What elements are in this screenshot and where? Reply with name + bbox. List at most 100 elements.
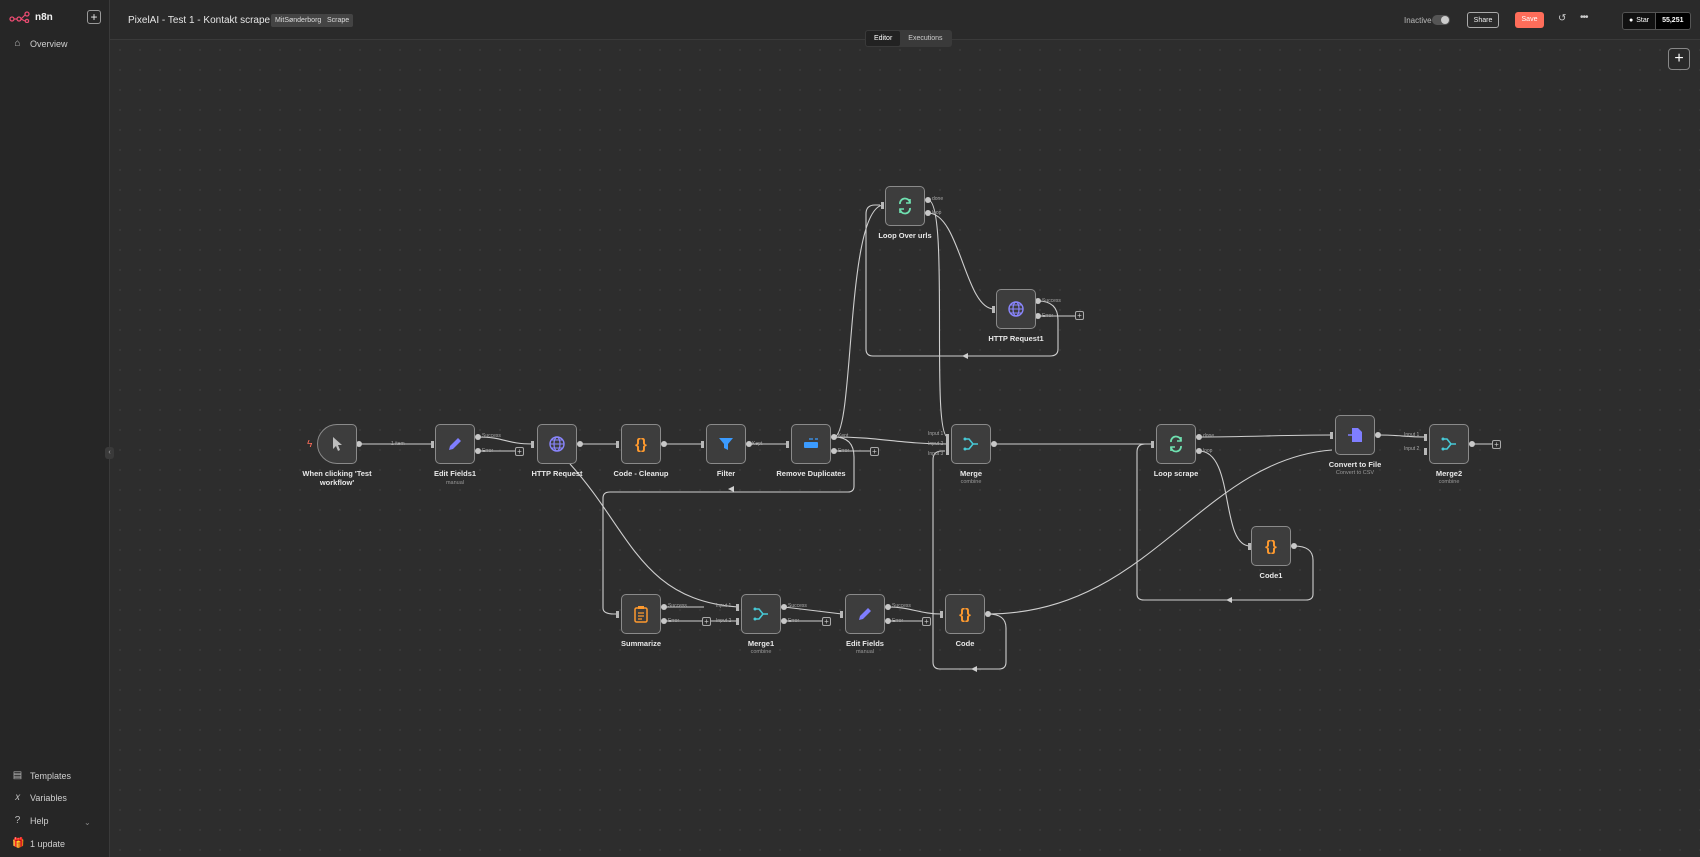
connection xyxy=(887,606,943,615)
node-subtitle: combine xyxy=(960,479,982,485)
code-icon: {} xyxy=(959,605,971,623)
add-workflow-button[interactable]: + xyxy=(87,10,101,24)
node-edit-fields[interactable] xyxy=(845,594,885,634)
add-output-button[interactable]: + xyxy=(1492,440,1501,449)
node-label: Merge2 xyxy=(1435,469,1463,478)
tag-scrape[interactable]: Scrape xyxy=(323,14,354,27)
pencil-icon xyxy=(859,608,871,620)
sidebar-item-label: Variables xyxy=(30,792,67,803)
merge-icon xyxy=(963,437,978,451)
dedupe-icon xyxy=(804,438,818,448)
view-tabs: Editor Executions xyxy=(865,30,952,47)
connection xyxy=(1198,450,1251,547)
output-handle xyxy=(475,434,481,440)
pin-label-loop: loop xyxy=(932,210,942,216)
tab-executions[interactable]: Executions xyxy=(908,35,943,42)
input-handle xyxy=(616,611,619,618)
node-loop-scrape[interactable] xyxy=(1156,424,1196,464)
sidebar-item-variables[interactable]: 𝑥 Variables xyxy=(12,792,67,803)
output-handle xyxy=(1375,432,1381,438)
node-http-request[interactable] xyxy=(537,424,577,464)
node-summarize[interactable] xyxy=(621,594,661,634)
merge-icon xyxy=(1441,437,1456,451)
output-handle xyxy=(831,434,837,440)
connection xyxy=(833,204,885,438)
n8n-logo[interactable]: n8n xyxy=(9,11,53,23)
output-handle xyxy=(1291,543,1297,549)
node-code1[interactable]: {} xyxy=(1251,526,1291,566)
connection xyxy=(783,606,843,615)
connection xyxy=(602,436,855,615)
output-handle xyxy=(781,604,787,610)
add-output-button[interactable]: + xyxy=(922,617,931,626)
pin-label-done: done xyxy=(932,196,944,202)
output-handle xyxy=(1035,313,1041,319)
add-output-button[interactable]: + xyxy=(870,447,879,456)
github-star-label: Star xyxy=(1636,17,1650,24)
node-code-cleanup[interactable]: {} xyxy=(621,424,661,464)
output-handle xyxy=(577,441,583,447)
node-label: Code - Cleanup xyxy=(613,469,669,478)
node-edit-fields1[interactable] xyxy=(435,424,475,464)
sidebar-item-label: 1 update xyxy=(30,838,66,849)
node-http-request1[interactable] xyxy=(996,289,1036,329)
sidebar-item-help[interactable]: ? Help xyxy=(12,815,49,826)
share-button[interactable]: Share xyxy=(1467,12,1499,28)
more-icon[interactable]: ••• xyxy=(1580,12,1588,23)
tag-mitsonderborg[interactable]: MitSønderborg xyxy=(271,14,326,27)
chevron-down-icon[interactable]: ⌄ xyxy=(84,818,91,827)
sidebar-item-overview[interactable]: ⌂ Overview xyxy=(12,38,67,49)
pin-label-input2: Input 2 xyxy=(928,441,944,447)
add-output-button[interactable]: + xyxy=(702,617,711,626)
input-handle xyxy=(531,441,534,448)
pin-label-kept: Kept xyxy=(752,441,763,447)
add-node-button[interactable]: + xyxy=(1668,48,1690,70)
output-handle xyxy=(1035,298,1041,304)
pin-label-success: Success xyxy=(892,603,911,609)
node-label: Remove Duplicates xyxy=(776,469,846,478)
node-label: Merge1 xyxy=(747,639,775,648)
output-handle xyxy=(661,441,667,447)
node-merge2[interactable] xyxy=(1429,424,1469,464)
node-loop-over-urls[interactable] xyxy=(885,186,925,226)
input-handle xyxy=(1330,432,1333,439)
workflow-title[interactable]: PixelAI - Test 1 - Kontakt scrape xyxy=(128,15,271,26)
node-merge[interactable] xyxy=(951,424,991,464)
trigger-bolt-icon: ϟ xyxy=(307,439,313,450)
node-remove-duplicates[interactable] xyxy=(791,424,831,464)
tab-editor[interactable]: Editor xyxy=(866,31,901,46)
input-handle xyxy=(1248,543,1251,550)
arrowhead xyxy=(728,486,734,492)
arrowhead xyxy=(962,353,968,359)
sidebar-item-update[interactable]: 🎁 1 update xyxy=(12,838,65,849)
node-filter[interactable] xyxy=(706,424,746,464)
add-output-button[interactable]: + xyxy=(515,447,524,456)
add-output-button[interactable]: + xyxy=(1075,311,1084,320)
save-button[interactable]: Save xyxy=(1515,12,1544,28)
status-label: Inactive xyxy=(1404,16,1432,25)
node-label: HTTP Request1 xyxy=(988,334,1044,343)
node-merge1[interactable] xyxy=(741,594,781,634)
node-code[interactable]: {} xyxy=(945,594,985,634)
output-handle xyxy=(356,441,362,447)
node-label: Loop Over urls xyxy=(878,231,932,240)
output-handle xyxy=(885,618,891,624)
output-handle xyxy=(781,618,787,624)
node-label: Code xyxy=(955,639,975,648)
pin-label-input2: Input 2 xyxy=(1404,446,1420,452)
output-handle xyxy=(831,448,837,454)
history-icon[interactable]: ↺ xyxy=(1558,13,1567,24)
pin-label-done: done xyxy=(1203,433,1215,439)
code-icon: {} xyxy=(635,435,647,453)
input-handle xyxy=(1151,441,1154,448)
pin-label-success: Success xyxy=(1042,298,1061,304)
node-convert-to-file[interactable] xyxy=(1335,415,1375,455)
output-handle xyxy=(1469,441,1475,447)
active-toggle[interactable] xyxy=(1432,15,1450,25)
collapse-sidebar-handle[interactable]: ‹ xyxy=(105,447,114,459)
node-trigger[interactable] xyxy=(317,424,357,464)
add-output-button[interactable]: + xyxy=(822,617,831,626)
sidebar-item-templates[interactable]: ▤ Templates xyxy=(12,770,71,781)
github-star-button[interactable]: ●Star 55,251 xyxy=(1622,12,1691,30)
